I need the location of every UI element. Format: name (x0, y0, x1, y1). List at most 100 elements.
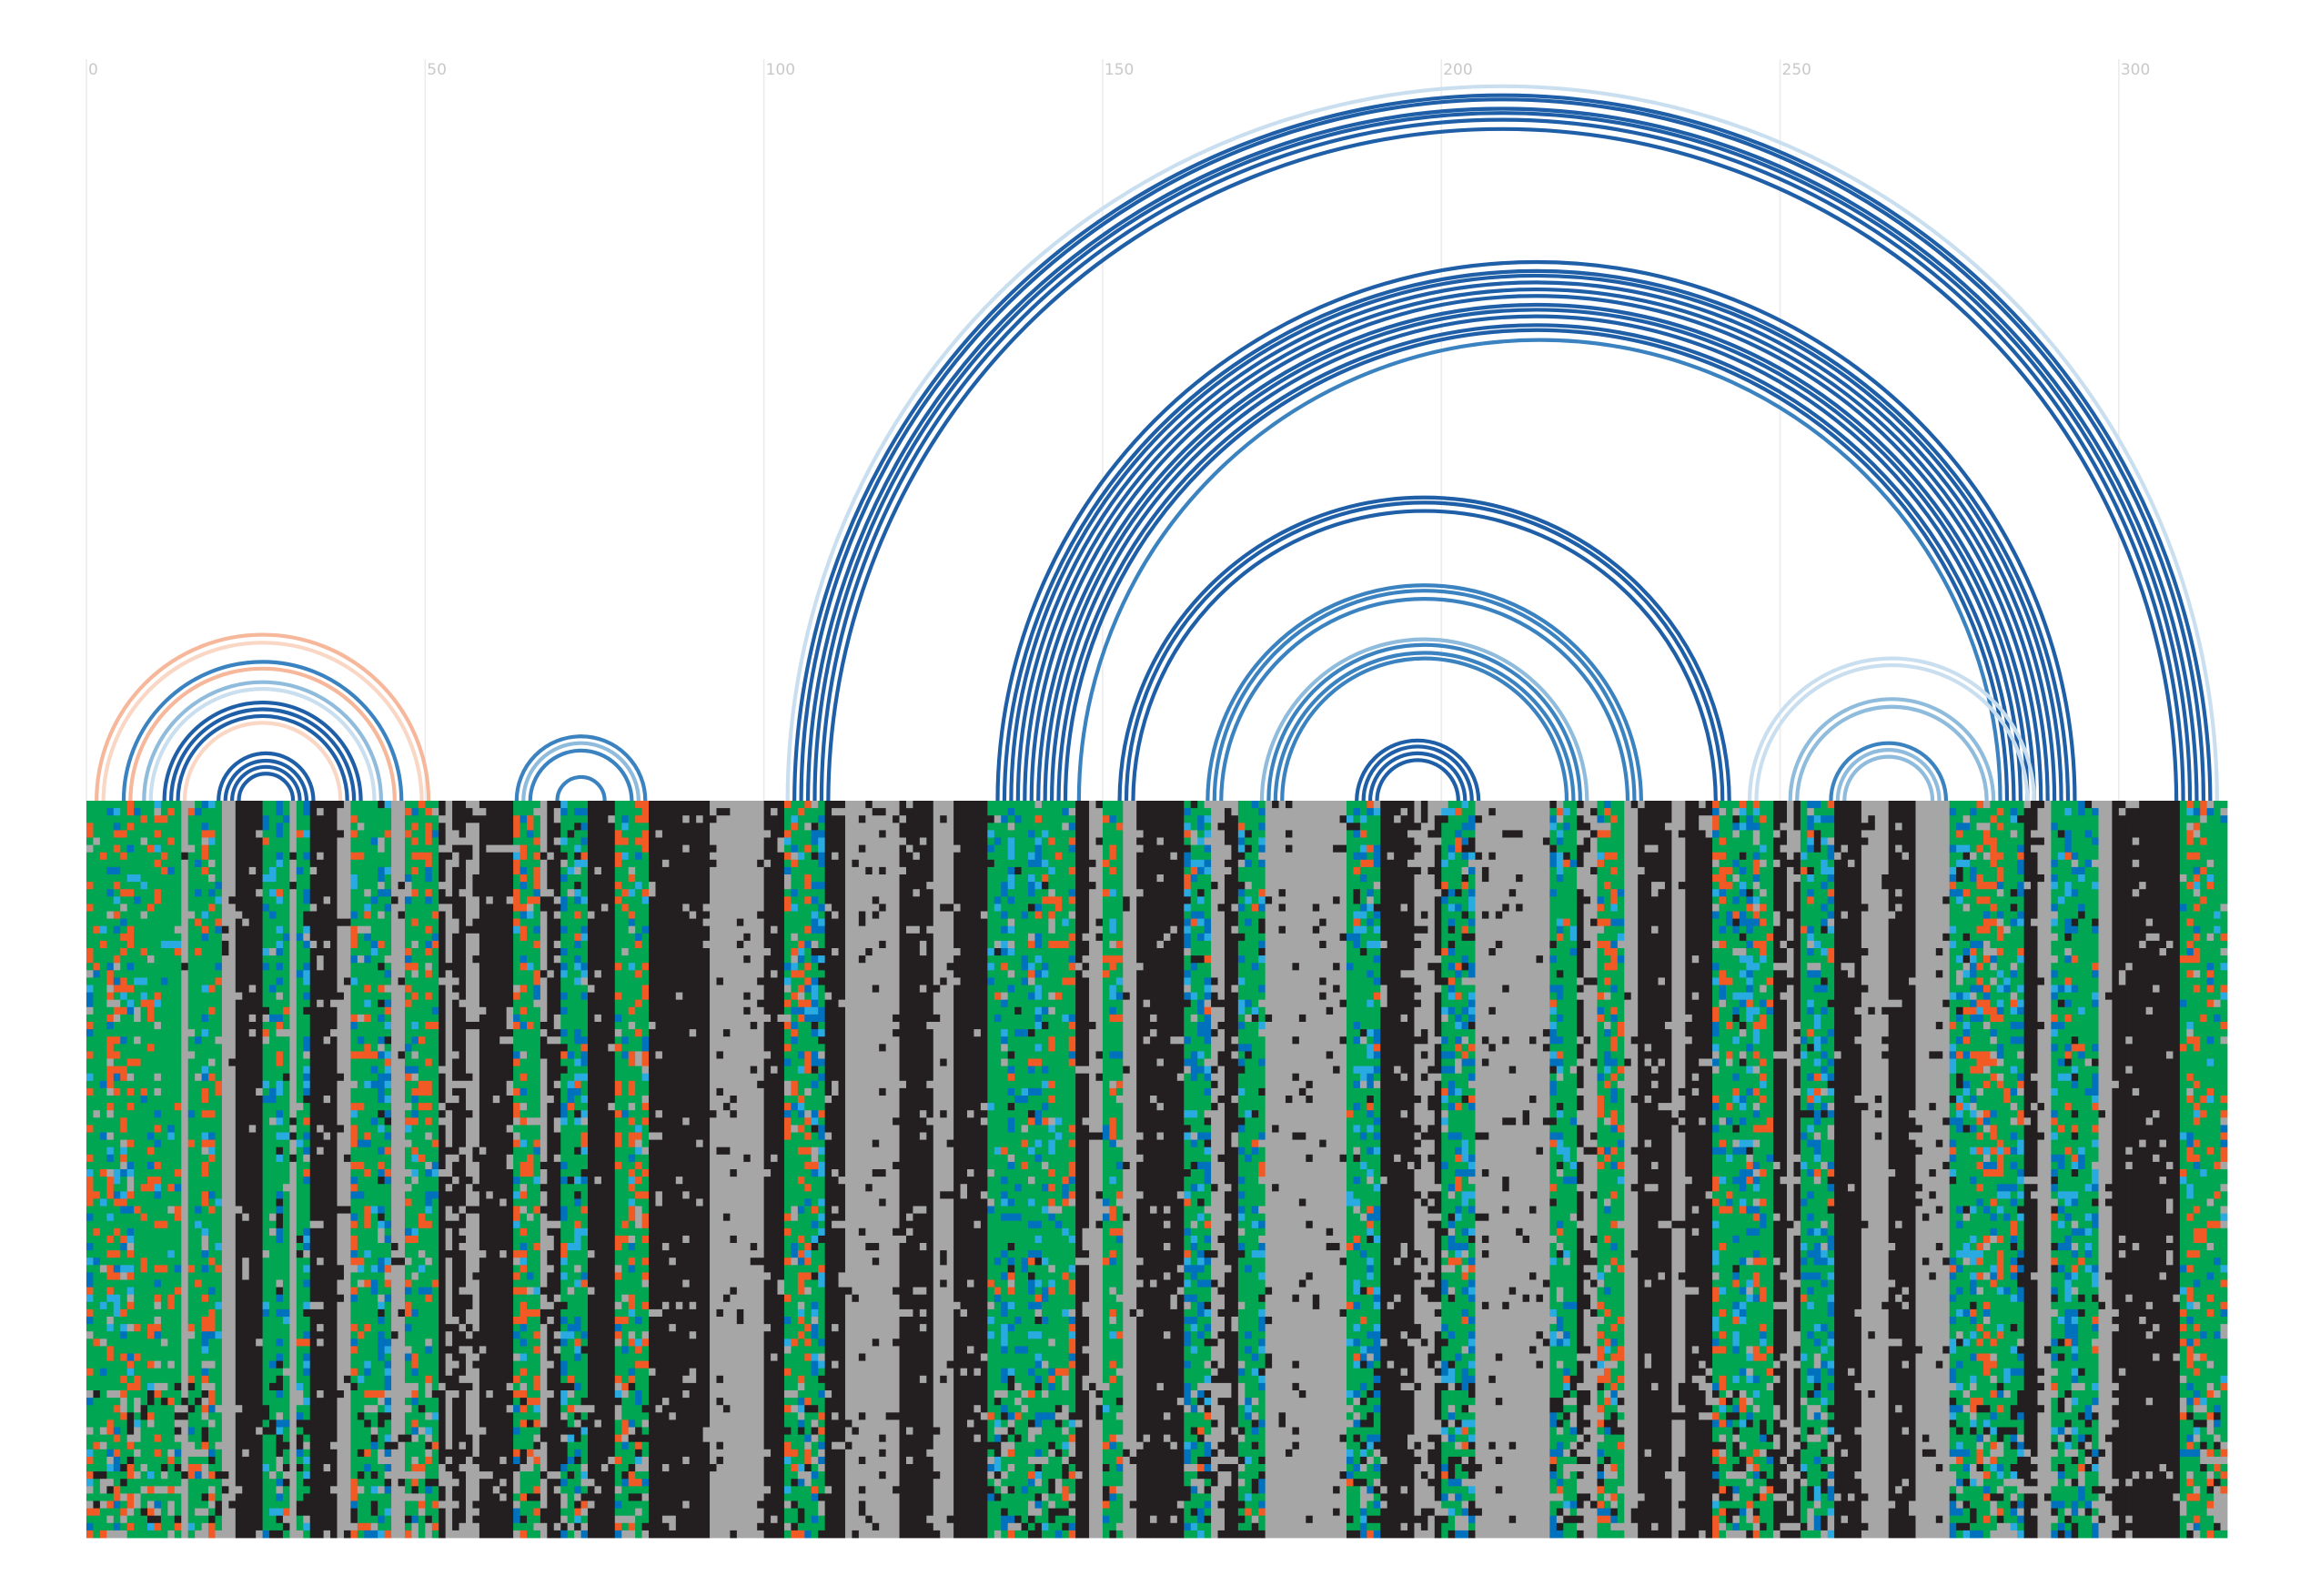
alignment-cell (154, 1198, 162, 1222)
alignment-cell (506, 1169, 514, 1384)
alignment-cell (1048, 1493, 1056, 1501)
alignment-cell (296, 1500, 304, 1517)
alignment-cell (154, 1146, 162, 1163)
alignment-cell (296, 830, 304, 838)
alignment-cell (93, 1515, 101, 1539)
alignment-cell (533, 1508, 541, 1517)
alignment-cell (560, 977, 569, 993)
alignment-cell (384, 1235, 392, 1244)
alignment-cell (811, 1405, 819, 1413)
alignment-cell (404, 1103, 412, 1111)
alignment-cell (208, 1419, 216, 1428)
alignment-cell (1109, 1382, 1117, 1435)
alignment-cell (1136, 1265, 1145, 1280)
alignment-cell (973, 1029, 982, 1037)
alignment-cell (1034, 1449, 1043, 1458)
alignment-cell (269, 1014, 277, 1023)
alignment-cell (520, 1338, 528, 1347)
alignment-cell (1068, 911, 1076, 919)
alignment-cell (527, 801, 534, 816)
alignment-cell (445, 1206, 453, 1222)
alignment-cell (722, 1110, 731, 1148)
alignment-cell (1007, 1308, 1015, 1325)
alignment-cell (682, 815, 691, 823)
alignment-cell (506, 904, 514, 1008)
alignment-cell (208, 1146, 216, 1156)
alignment-cell (201, 940, 209, 985)
alignment-cell (215, 1096, 223, 1199)
alignment-cell (614, 1301, 622, 1310)
alignment-cell (858, 823, 866, 845)
alignment-cell (560, 1493, 569, 1509)
alignment-cell (1041, 1110, 1049, 1118)
alignment-cell (818, 963, 826, 971)
alignment-cell (797, 1110, 805, 1118)
alignment-cell (317, 970, 325, 1001)
alignment-cell (208, 1258, 216, 1266)
alignment-cell (1034, 837, 1043, 845)
alignment-cell (533, 1177, 541, 1185)
alignment-cell (439, 1066, 447, 1075)
alignment-cell (208, 1014, 216, 1059)
alignment-cell (689, 1331, 697, 1339)
alignment-cell (208, 882, 216, 890)
alignment-cell (1001, 1146, 1009, 1156)
alignment-cell (722, 815, 731, 1030)
alignment-cell (574, 1441, 581, 1450)
alignment-cell (445, 970, 453, 1104)
alignment-cell (1075, 1073, 1083, 1258)
alignment-cell (804, 1287, 812, 1296)
alignment-cell (635, 1456, 642, 1465)
alignment-cell (215, 1243, 223, 1251)
alignment-cell (858, 925, 866, 956)
alignment-cell (1109, 1493, 1117, 1501)
alignment-cell (641, 1117, 650, 1126)
alignment-cell (1048, 1103, 1056, 1118)
alignment-cell (1068, 830, 1076, 838)
alignment-cell (1068, 1427, 1076, 1435)
alignment-cell (439, 1177, 447, 1384)
alignment-cell (1028, 1368, 1035, 1377)
alignment-cell (1034, 808, 1043, 816)
alignment-cell (824, 801, 832, 904)
alignment-cell (560, 896, 569, 912)
alignment-cell (303, 1287, 311, 1303)
alignment-cell (276, 1471, 284, 1480)
alignment-cell (289, 801, 298, 854)
alignment-cell (641, 1073, 650, 1082)
alignment-cell (439, 1382, 447, 1391)
alignment-cell (113, 1272, 121, 1280)
alignment-cell (1089, 1382, 1096, 1391)
alignment-cell (126, 1103, 135, 1111)
alignment-cell (147, 1338, 155, 1361)
alignment-cell (384, 1184, 392, 1222)
alignment-cell (919, 1331, 927, 1377)
alignment-cell (106, 1087, 115, 1096)
alignment-cell (641, 1265, 650, 1273)
alignment-cell (540, 1161, 548, 1170)
alignment-cell (1115, 1198, 1124, 1207)
alignment-cell (824, 1139, 832, 1391)
alignment-cell (540, 1191, 548, 1207)
alignment-cell (370, 1294, 378, 1391)
alignment-cell (926, 1456, 934, 1517)
alignment-cell (594, 1427, 602, 1487)
alignment-cell (1028, 911, 1035, 934)
alignment-cell (120, 1006, 128, 1015)
alignment-cell (459, 1382, 467, 1443)
alignment-cell (147, 1515, 155, 1524)
alignment-cell (1062, 1279, 1070, 1310)
alignment-cell (1041, 1014, 1049, 1023)
alignment-cell (208, 1522, 216, 1539)
alignment-cell (1102, 1382, 1110, 1391)
alignment-cell (722, 808, 731, 816)
alignment-cell (513, 1530, 520, 1539)
alignment-cell (757, 985, 765, 1001)
alignment-cell (472, 801, 480, 816)
alignment-cell (533, 1308, 541, 1318)
alignment-cell (160, 1398, 168, 1406)
alignment-cell (649, 1368, 656, 1377)
alignment-cell (86, 1073, 94, 1082)
alignment-cell (154, 1287, 162, 1296)
